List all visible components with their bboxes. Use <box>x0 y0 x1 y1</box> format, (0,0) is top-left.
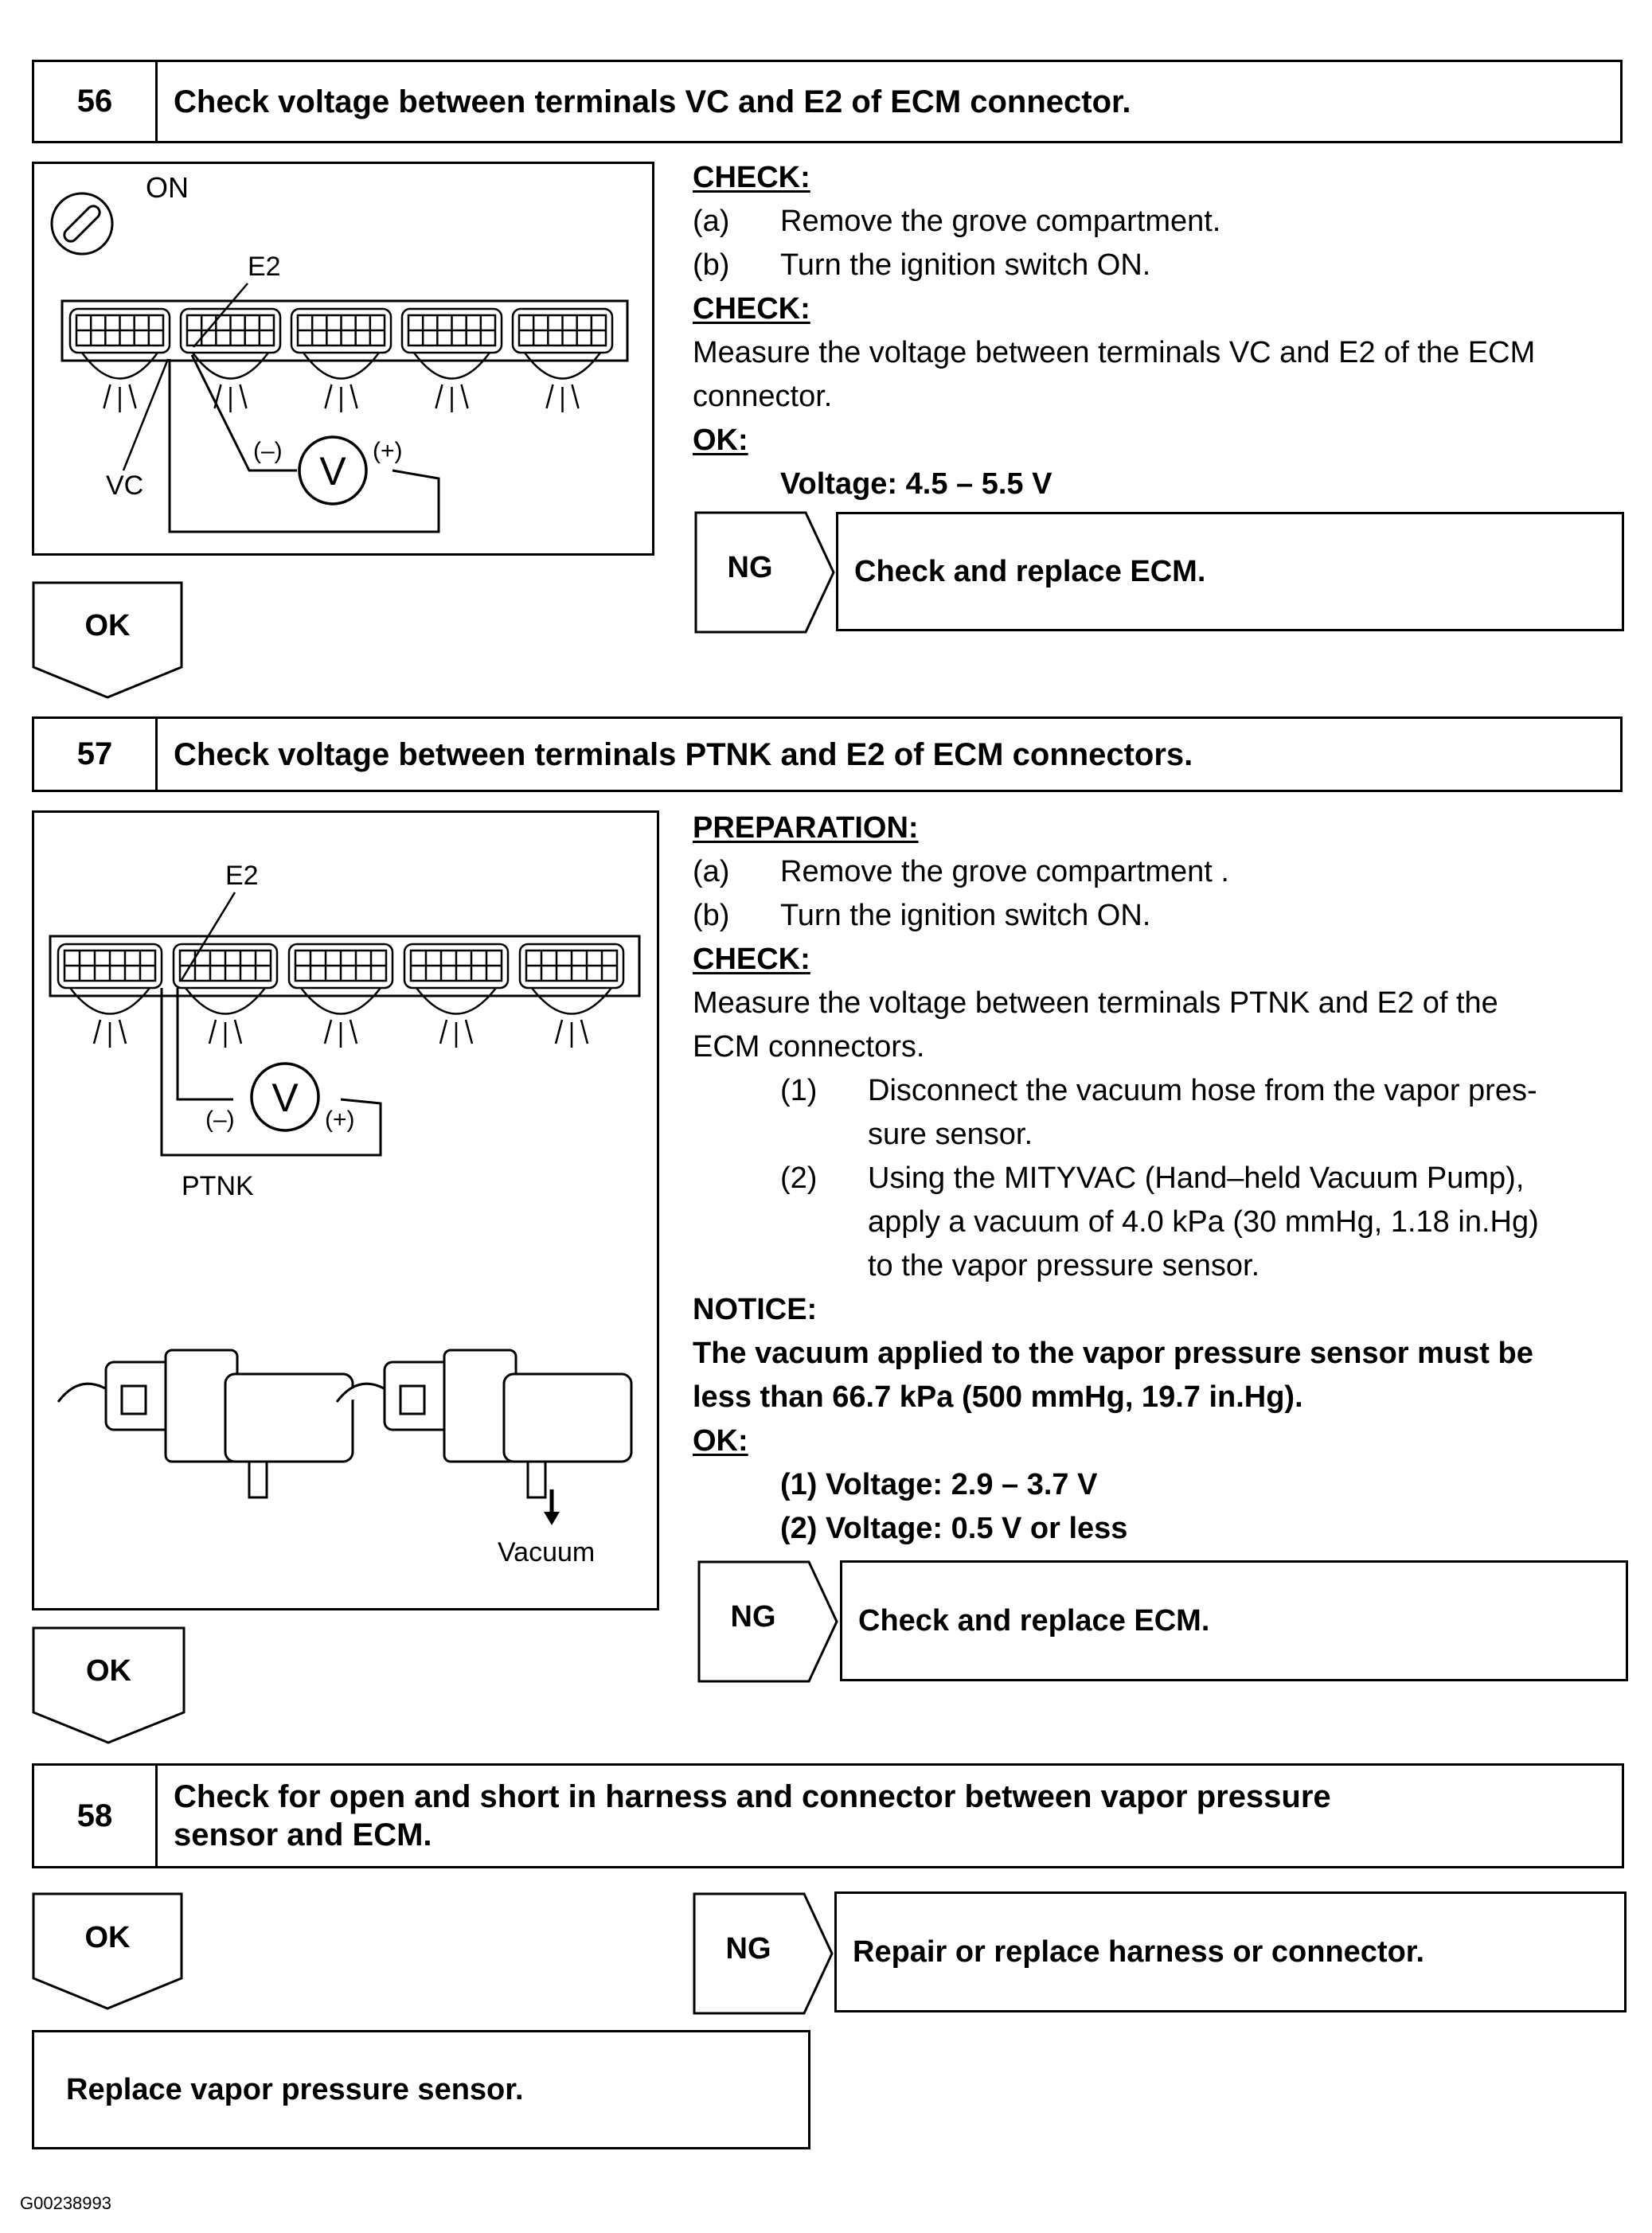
ok-heading: OK: <box>693 424 748 457</box>
step-title: Check voltage between terminals PTNK and… <box>174 736 1193 772</box>
ok-label: OK <box>84 609 131 642</box>
step-57-instructions: PREPARATION: (a)Remove the grove compart… <box>693 806 1632 1551</box>
check-heading: CHECK: <box>693 161 810 194</box>
ng-label: NG <box>730 1600 776 1634</box>
step-58-header: 58 Check for open and short in harness a… <box>32 1763 1624 1868</box>
measure-text: Measure the voltage between terminals PT… <box>693 986 1498 1020</box>
step-57-figure: E2 V (–) (+) PTNK Vacuum <box>32 810 659 1610</box>
ok-value: (1) Voltage: 2.9 – 3.7 V <box>780 1468 1098 1501</box>
e2-label: E2 <box>225 861 259 891</box>
step-56-figure: ON E2 VC V (–) (+) <box>32 162 654 556</box>
plus-label: (+) <box>373 438 403 464</box>
ok-label: OK <box>86 1654 131 1688</box>
minus-label: (–) <box>205 1107 235 1133</box>
voltmeter-icon: V <box>319 449 346 494</box>
measure-text: Measure the voltage between terminals VC… <box>693 336 1536 369</box>
check-heading: CHECK: <box>693 292 810 326</box>
ng-label: NG <box>725 1932 771 1966</box>
ok-value: (2) Voltage: 0.5 V or less <box>780 1512 1128 1545</box>
ng-action-box: Check and replace ECM. <box>836 512 1624 631</box>
step-number: 56 <box>34 62 158 141</box>
sub-item: (2) Using the MITYVAC (Hand–held Vacuum … <box>780 1161 1539 1282</box>
ptnk-label: PTNK <box>182 1171 254 1201</box>
plus-label: (+) <box>325 1107 355 1133</box>
vc-label: VC <box>106 470 143 501</box>
vacuum-label: Vacuum <box>498 1537 595 1567</box>
ng-action-box: Repair or replace harness or connector. <box>834 1891 1627 2012</box>
ng-label: NG <box>727 551 773 584</box>
step-number: 58 <box>34 1766 158 1866</box>
figure-code: G00238993 <box>20 2193 111 2213</box>
final-action-box: Replace vapor pressure sensor. <box>32 2030 810 2149</box>
measure-text: connector. <box>693 380 833 413</box>
check-item: (b)Turn the ignition switch ON. <box>693 248 1151 282</box>
step-56-instructions: CHECK: (a)Remove the grove compartment. … <box>693 156 1632 506</box>
ok-label: OK <box>84 1921 131 1954</box>
ignition-on-label: ON <box>146 171 189 204</box>
step-57-header: 57 Check voltage between terminals PTNK … <box>32 716 1623 792</box>
notice-text: The vacuum applied to the vapor pressure… <box>693 1337 1533 1370</box>
ok-arrow <box>32 1892 183 2010</box>
check-heading: CHECK: <box>693 943 810 976</box>
prep-item: (a)Remove the grove compartment . <box>693 855 1229 888</box>
ng-arrow <box>693 1892 834 2015</box>
notice-text: less than 66.7 kPa (500 mmHg, 19.7 in.Hg… <box>693 1380 1303 1414</box>
step-number: 57 <box>34 719 158 790</box>
notice-heading: NOTICE: <box>693 1293 818 1326</box>
preparation-heading: PREPARATION: <box>693 811 919 845</box>
prep-item: (b)Turn the ignition switch ON. <box>693 899 1151 932</box>
minus-label: (–) <box>253 438 283 464</box>
ng-arrow <box>697 1560 838 1683</box>
check-item: (a)Remove the grove compartment. <box>693 205 1221 238</box>
step-title: Check voltage between terminals VC and E… <box>174 84 1131 119</box>
measure-text: ECM connectors. <box>693 1030 925 1064</box>
ng-arrow <box>694 511 835 634</box>
ok-heading: OK: <box>693 1424 748 1458</box>
e2-label: E2 <box>248 252 281 282</box>
ecm-connector-vacuum-diagram: E2 V (–) (+) PTNK Vacuum <box>49 861 641 1567</box>
ok-arrow <box>32 1626 186 1744</box>
ecm-connector-voltmeter-diagram: ON E2 VC V (–) (+) <box>50 171 629 533</box>
voltmeter-icon: V <box>271 1076 299 1120</box>
ok-arrow <box>32 581 183 699</box>
step-title: Check for open and short in harness and … <box>174 1779 1331 1852</box>
step-56-header: 56 Check voltage between terminals VC an… <box>32 60 1623 143</box>
ng-action-box: Check and replace ECM. <box>840 1560 1628 1681</box>
ok-value: Voltage: 4.5 – 5.5 V <box>780 467 1053 501</box>
sub-item: (1) Disconnect the vacuum hose from the … <box>780 1074 1537 1151</box>
